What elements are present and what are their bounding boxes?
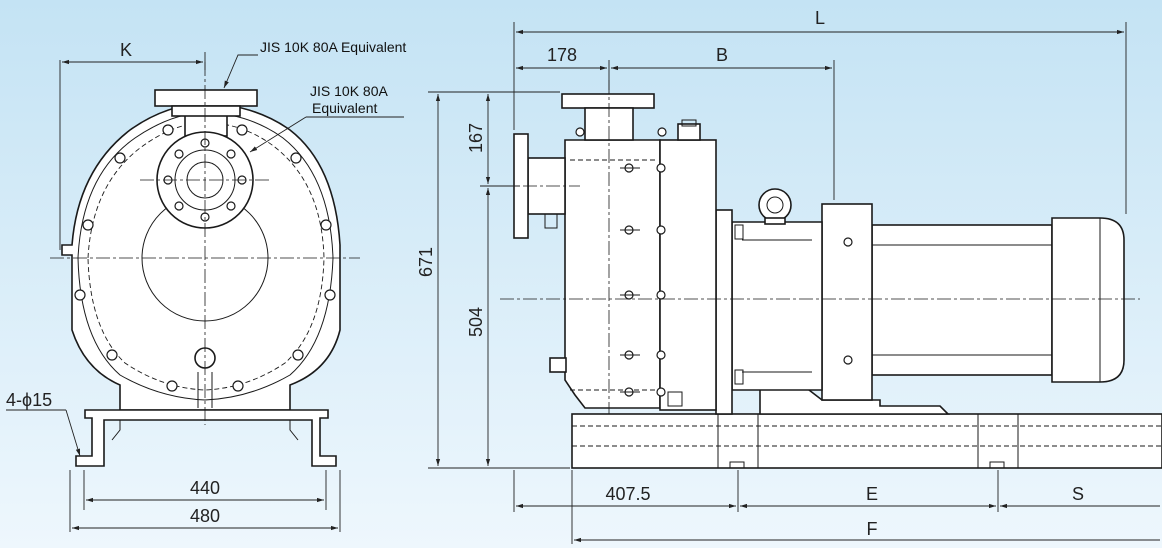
dim-s-label: S [1072, 484, 1084, 504]
dim-f-label: F [867, 519, 878, 539]
bearing-bracket [731, 221, 823, 391]
casing-bolts [74, 124, 336, 392]
outlet-flange [154, 89, 258, 107]
dim-407-5-label: 407.5 [605, 484, 650, 504]
front-view: K JIS 10K 80A Equivalent JIS 10K 80A Equ… [6, 39, 406, 532]
dim-k-label: K [120, 40, 132, 60]
dim-167-label: 167 [466, 123, 486, 153]
inlet-note-line1: JIS 10K 80A [310, 83, 388, 99]
dim-440-label: 440 [190, 478, 220, 498]
dim-504-label: 504 [466, 307, 486, 337]
motor-endcap [1051, 217, 1125, 383]
adapter-plate [715, 209, 733, 415]
pump-casing-side [564, 139, 661, 409]
side-base-frame [571, 413, 1162, 469]
dim-178-label: 178 [547, 45, 577, 65]
dim-b-label: B [716, 45, 728, 65]
lifting-eye [758, 188, 792, 222]
side-view: L 178 B 671 167 504 407.5 E S F [416, 8, 1162, 544]
pump-rear-casing [659, 139, 717, 411]
motor-body [871, 224, 1053, 376]
side-drain-plug [549, 357, 567, 373]
inlet-flange-bolts [163, 138, 247, 222]
holes-note: 4-ϕ15 [6, 390, 52, 410]
motor-flange [821, 203, 873, 401]
dim-l-label: L [815, 8, 825, 28]
dim-480-label: 480 [190, 506, 220, 526]
inlet-note-line2: Equivalent [312, 100, 377, 116]
outlet-note: JIS 10K 80A Equivalent [260, 39, 406, 55]
dim-671-label: 671 [416, 247, 436, 277]
dim-e-label: E [866, 484, 878, 504]
front-base-frame [75, 409, 337, 467]
side-outlet-flange [561, 93, 655, 109]
